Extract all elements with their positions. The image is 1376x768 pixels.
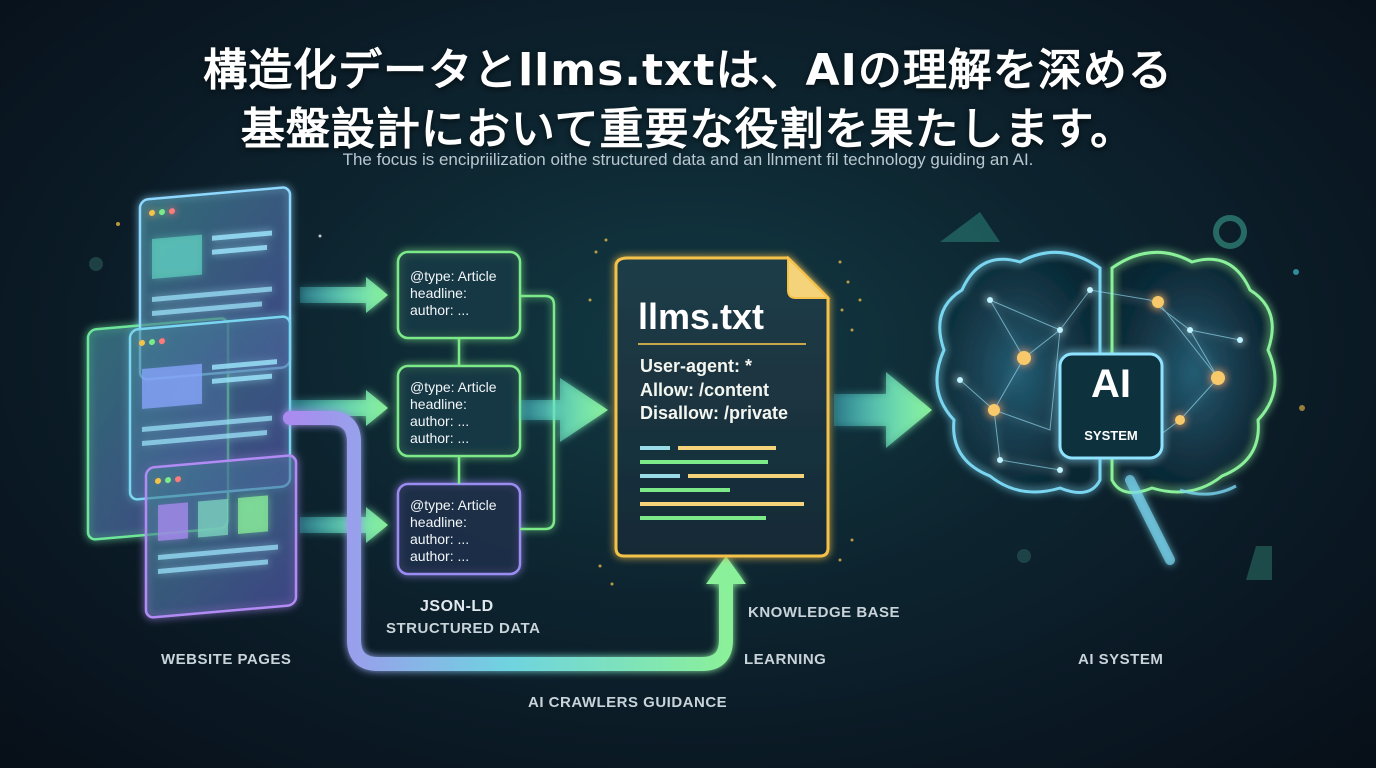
json-card-3-line: headline: xyxy=(410,514,467,530)
label-website-pages: WEBSITE PAGES xyxy=(161,651,292,668)
arrows-pages-to-cards xyxy=(290,277,388,543)
arrow-llms-to-ai xyxy=(834,372,932,448)
json-card-1-line: headline: xyxy=(410,285,467,301)
json-card-1-line: @type: Article xyxy=(410,268,497,284)
json-card-1-line: author: ... xyxy=(410,302,470,318)
llms-txt-document xyxy=(614,255,831,558)
label-structured-data: STRUCTURED DATA xyxy=(386,620,541,637)
llms-title: llms.txt xyxy=(638,296,765,337)
ai-badge-small: SYSTEM xyxy=(1084,428,1138,443)
page-title-line-2: 基盤設計において重要な役割を果たします。 xyxy=(240,104,1136,155)
json-card-2-line: author: ... xyxy=(410,430,470,446)
llms-line-allow: Allow: /content xyxy=(640,380,769,400)
json-card-2: @type: Article headline: author: ... aut… xyxy=(410,379,497,447)
label-learning: LEARNING xyxy=(744,651,827,668)
label-ai-crawlers-guidance: AI CRAWLERS GUIDANCE xyxy=(528,694,728,711)
json-card-2-line: @type: Article xyxy=(410,379,497,395)
json-card-2-line: author: ... xyxy=(410,413,470,429)
label-knowledge-base: KNOWLEDGE BASE xyxy=(748,604,901,621)
decorative-shapes xyxy=(89,212,1305,580)
subtitle: The focus is encipriilization oithe stru… xyxy=(342,150,1034,169)
ai-brain xyxy=(935,250,1277,565)
label-ai-system: AI SYSTEM xyxy=(1078,651,1164,668)
llms-line-disallow: Disallow: /private xyxy=(640,403,789,423)
llms-line-user-agent: User-agent: * xyxy=(640,356,753,376)
arrow-cards-to-llms xyxy=(520,378,608,442)
json-card-3: @type: Article headline: author: ... aut… xyxy=(410,497,497,565)
website-pages-stack xyxy=(86,186,298,619)
json-ld-cards xyxy=(396,250,556,576)
json-card-2-line: headline: xyxy=(410,396,467,412)
json-card-3-line: author: ... xyxy=(410,548,470,564)
json-card-3-line: @type: Article xyxy=(410,497,497,513)
crawler-guidance-arrowhead xyxy=(706,556,746,584)
json-card-3-line: author: ... xyxy=(410,531,470,547)
page-title-line-1: 構造化データとllms.txtは、AIの理解を深める xyxy=(203,45,1173,96)
particle-dots xyxy=(116,222,862,586)
label-json-ld: JSON-LD xyxy=(420,598,494,615)
json-card-1: @type: Article headline: author: ... xyxy=(410,268,497,319)
ai-badge-big: AI xyxy=(1091,362,1131,406)
crawler-guidance-loop xyxy=(283,411,733,671)
